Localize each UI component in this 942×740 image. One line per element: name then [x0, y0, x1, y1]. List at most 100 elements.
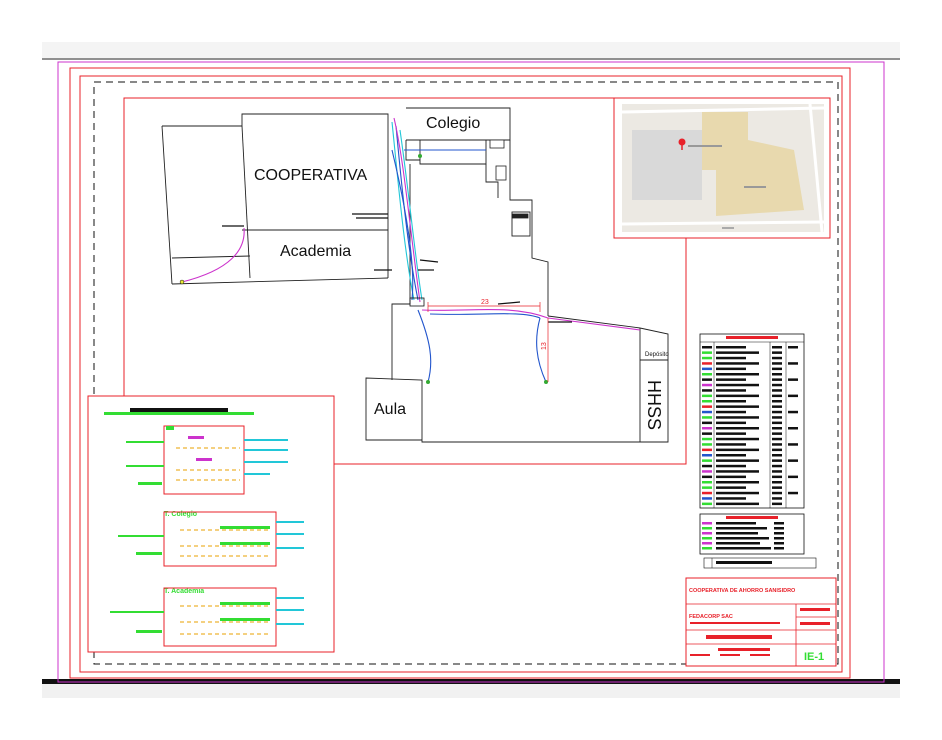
legend-bar	[772, 373, 782, 376]
legend-bar	[772, 389, 782, 392]
legend-bar	[774, 522, 784, 525]
legend-bar	[702, 346, 712, 349]
legend-bar	[772, 394, 782, 398]
legend-bar	[702, 454, 712, 457]
aula-label: Aula	[374, 401, 406, 418]
legend-bar	[716, 432, 746, 435]
legend-bar	[772, 459, 782, 462]
legend-bar	[716, 367, 746, 371]
company-name: FEDACORP SAC	[689, 614, 733, 620]
legend-bar	[716, 491, 759, 495]
legend-table-2	[699, 513, 805, 555]
legend-bar	[702, 481, 712, 484]
legend-bar	[772, 502, 782, 506]
legend-bar	[716, 373, 759, 376]
board-3-label: T. Academia	[164, 588, 204, 595]
legend-bar	[702, 527, 712, 530]
legend-bar	[702, 389, 712, 392]
legend-bar	[702, 405, 712, 408]
legend-bar	[702, 410, 712, 414]
legend-bar	[716, 427, 759, 430]
legend-bar	[774, 527, 784, 530]
legend-bar	[716, 475, 746, 479]
legend-bar	[702, 502, 712, 506]
red-outer-frame	[69, 67, 851, 679]
diagram-panel: T. Colegio T. Academia	[104, 408, 304, 647]
legend-bar	[788, 378, 798, 381]
legend-bar	[716, 547, 771, 550]
legend-bar	[716, 486, 746, 489]
legend-bar	[774, 532, 784, 535]
legend-bar	[702, 475, 712, 479]
legend-bar	[772, 432, 782, 435]
legend-bar	[702, 459, 712, 462]
red-inner-frame	[79, 75, 843, 673]
legend-bar	[716, 405, 759, 408]
legend-bar	[716, 542, 760, 545]
diagram-panel-frame	[87, 395, 335, 653]
legend-bar	[702, 470, 712, 473]
legend-bar	[772, 378, 782, 381]
legend-bar	[772, 405, 782, 408]
dimension-lines	[427, 302, 549, 382]
legend-bar	[772, 454, 782, 457]
plan-viewport-frame	[123, 97, 687, 465]
legend-bar	[788, 346, 798, 349]
legend-bar	[702, 432, 712, 435]
legend-bar	[772, 346, 782, 349]
legend-bar	[788, 410, 798, 414]
legend-bar	[772, 464, 782, 468]
legend-bar	[716, 421, 746, 425]
legend-bar	[716, 502, 759, 506]
legend-bar	[772, 491, 782, 495]
magenta-outer-frame	[57, 61, 885, 683]
legend-bar	[716, 527, 767, 530]
legend-bar	[702, 547, 712, 550]
cable-runs	[181, 117, 641, 383]
legend-bar	[702, 378, 712, 381]
legend-bar	[772, 481, 782, 484]
legend-bar	[772, 448, 782, 452]
legend-bar	[716, 383, 759, 387]
legend-bar	[702, 421, 712, 425]
legend-bar	[716, 362, 759, 365]
colegio-label: Colegio	[426, 115, 480, 132]
legend-bar	[716, 389, 746, 392]
legend-bar	[716, 378, 746, 381]
legend-bar	[702, 362, 712, 365]
legend-bar	[716, 497, 746, 500]
legend-bar	[702, 448, 712, 452]
legend-bar	[774, 547, 784, 550]
legend-bar	[716, 470, 759, 473]
legend-bar	[772, 356, 782, 360]
legend-bar	[716, 351, 759, 354]
legend-bar	[702, 532, 712, 535]
legend-bar	[702, 383, 712, 387]
legend-bar	[772, 486, 782, 489]
cooperativa-label: COOPERATIVA	[254, 167, 368, 184]
legend-bar	[716, 454, 746, 457]
legend-bar	[772, 362, 782, 365]
small-note-table	[703, 557, 817, 569]
project-name: COOPERATIVA DE AHORRO SANISIDRO	[689, 588, 796, 594]
legend-bar	[772, 470, 782, 473]
legend-bar	[702, 394, 712, 398]
legend-bar	[716, 400, 746, 403]
legend-bar	[702, 427, 712, 430]
legend-bar	[774, 542, 784, 545]
legend-bar	[788, 362, 798, 365]
sheet-number: IE-1	[804, 651, 824, 663]
legend-bar	[702, 416, 712, 419]
legend-bar	[788, 427, 798, 430]
legend-table-1	[699, 333, 805, 509]
legend-bar	[772, 421, 782, 425]
legend-bar	[788, 394, 798, 398]
legend-bar	[772, 497, 782, 500]
legend-bar	[702, 443, 712, 446]
title-block: COOPERATIVA DE AHORRO SANISIDRO FEDACORP…	[685, 577, 837, 667]
dim-horizontal-label: 23	[481, 299, 489, 306]
board-2-label: T. Colegio	[164, 511, 197, 518]
legend-bar	[702, 400, 712, 403]
legend-bar	[702, 437, 712, 441]
